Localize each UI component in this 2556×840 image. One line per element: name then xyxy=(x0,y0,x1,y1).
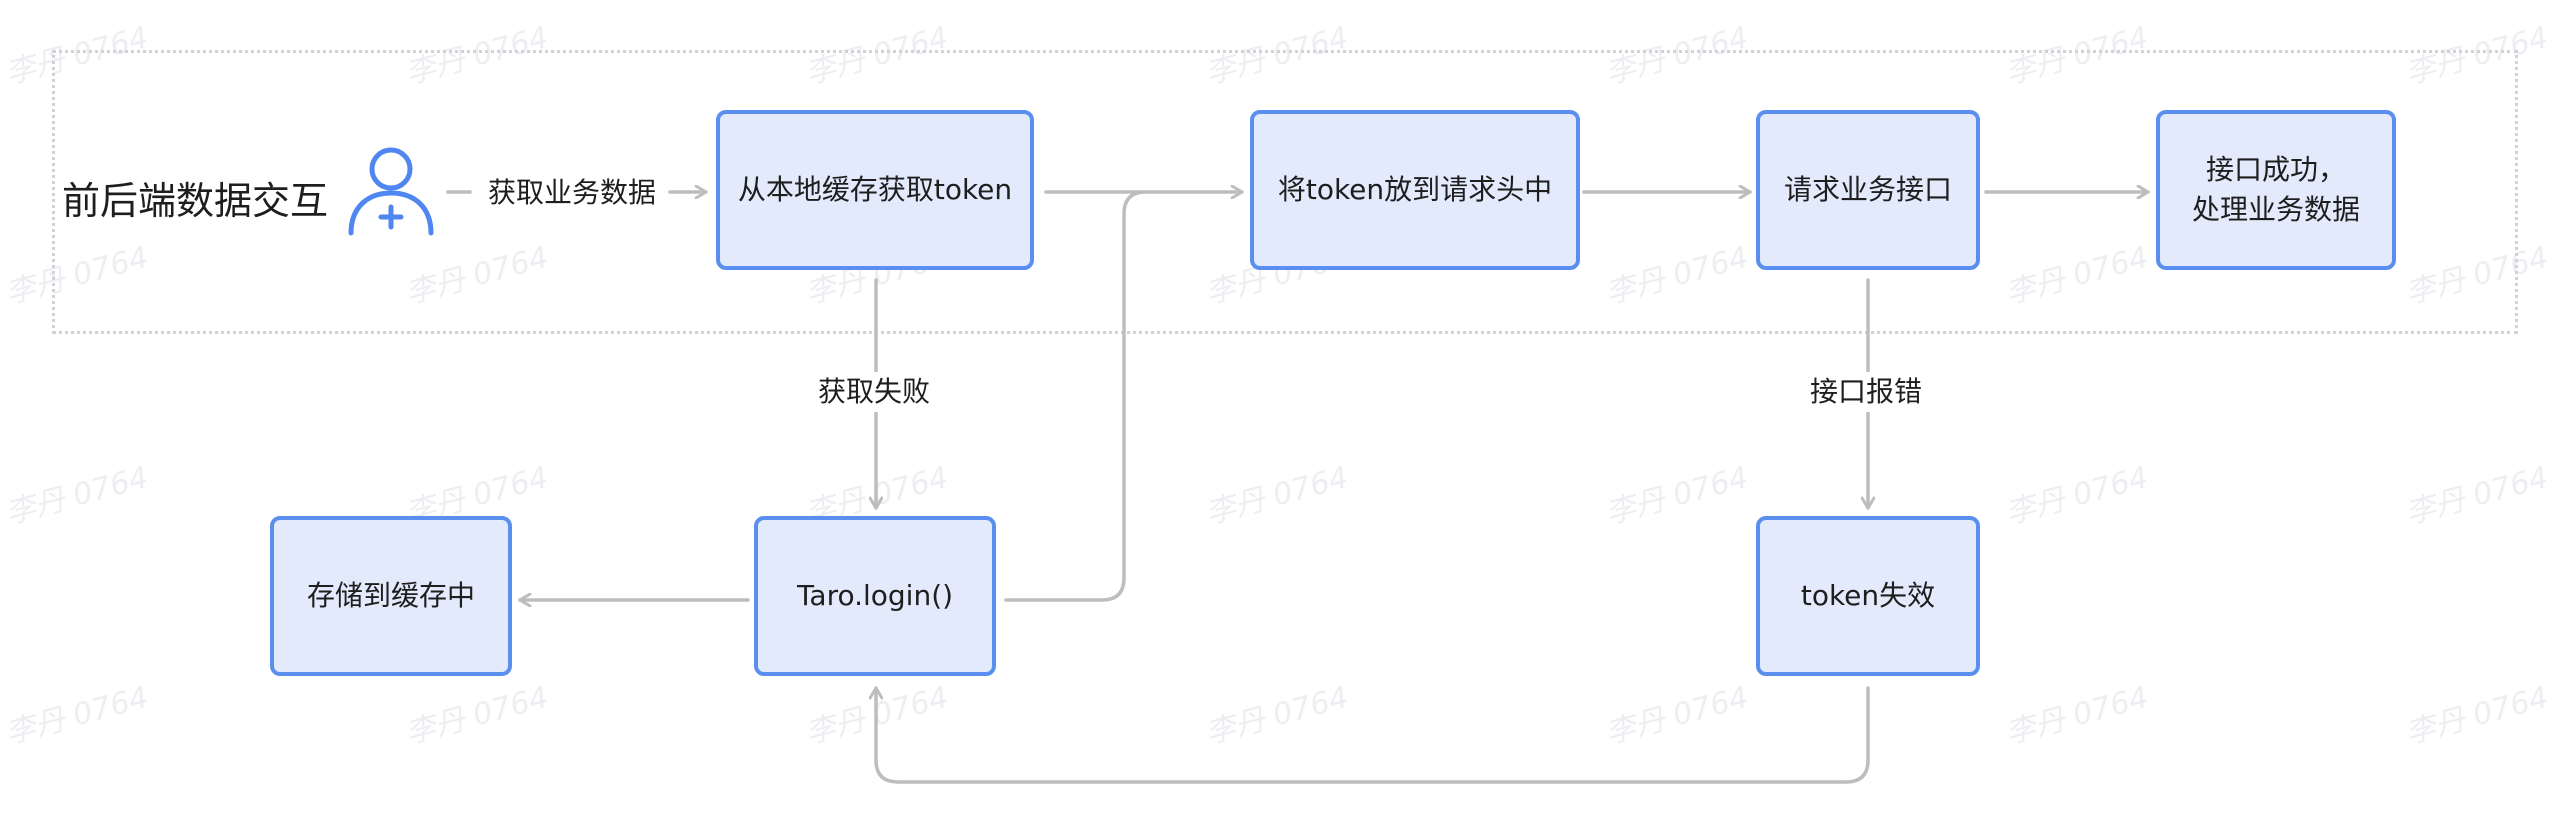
edge-label-fetch-data: 获取业务数据 xyxy=(476,173,669,213)
node-label: 接口成功， 处理业务数据 xyxy=(2191,153,2360,226)
node-store-to-cache: 存储到缓存中 xyxy=(270,516,512,676)
edge-label-api-error: 接口报错 xyxy=(1798,372,1935,412)
node-label: 将token放到请求头中 xyxy=(1277,173,1553,206)
user-plus-icon xyxy=(348,147,434,236)
node-taro-login: Taro.login() xyxy=(754,516,996,676)
node-request-business-api: 请求业务接口 xyxy=(1756,110,1980,270)
edge-label-fetch-failed: 获取失败 xyxy=(806,372,943,412)
edge-taro-login-to-put-header xyxy=(1004,190,1148,602)
node-label: 存储到缓存中 xyxy=(306,579,475,612)
node-label: 从本地缓存获取token xyxy=(737,173,1013,206)
node-get-token-from-cache: 从本地缓存获取token xyxy=(716,110,1034,270)
edge-token-invalid-to-taro-login xyxy=(876,686,1870,784)
diagram-title: 前后端数据交互 xyxy=(62,179,329,223)
node-label: Taro.login() xyxy=(796,579,954,612)
node-put-token-in-header: 将token放到请求头中 xyxy=(1250,110,1580,270)
node-token-invalid: token失效 xyxy=(1756,516,1980,676)
node-label: token失效 xyxy=(1800,579,1936,612)
node-label: 请求业务接口 xyxy=(1783,173,1952,206)
node-api-success: 接口成功， 处理业务数据 xyxy=(2156,110,2396,270)
group-boundary xyxy=(52,50,2518,334)
